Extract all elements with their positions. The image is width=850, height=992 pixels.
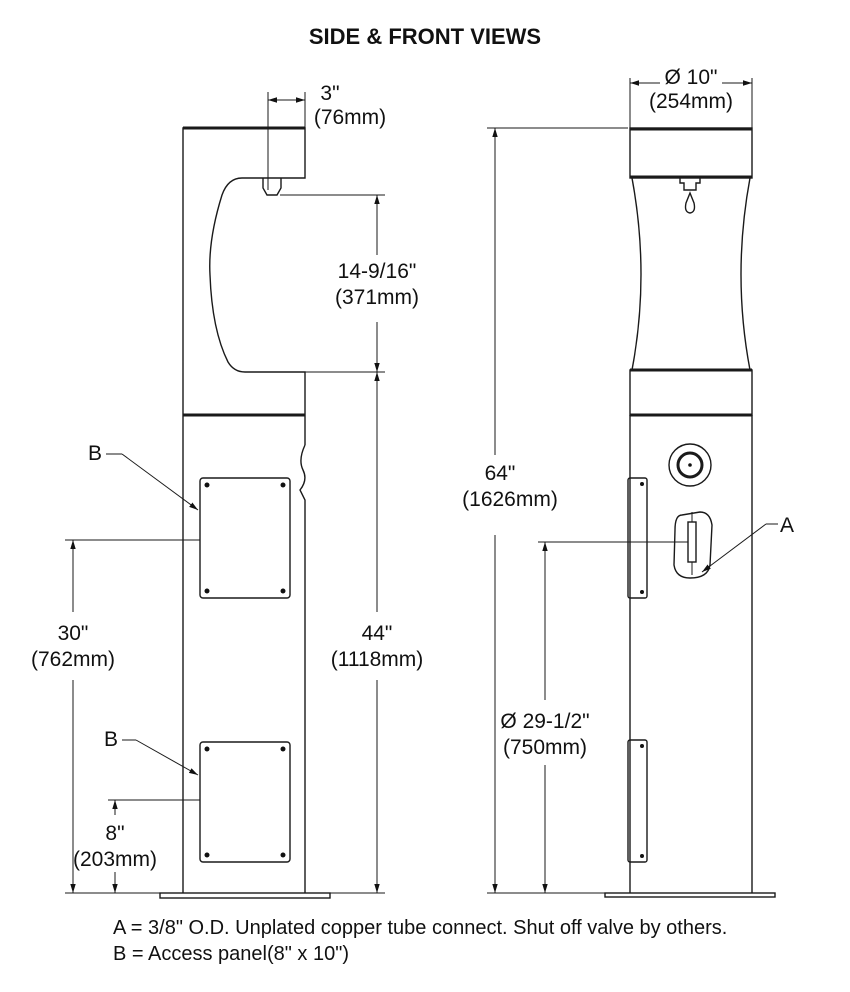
side-nozzle (262, 178, 282, 196)
front-base-plate (604, 892, 776, 898)
label-b-lower: B (104, 728, 118, 751)
label-a: A (780, 514, 794, 537)
diameter-imperial: Ø 10" (665, 66, 718, 89)
note-b: B = Access panel(8" x 10") (113, 943, 349, 965)
bubbler-outer (668, 443, 712, 487)
supply-height-imperial: Ø 29-1/2" (500, 710, 589, 733)
note-a: A = 3/8" O.D. Unplated copper tube conne… (113, 917, 727, 939)
side-head (182, 127, 306, 893)
panel-top-height-imperial: 30" (58, 622, 89, 645)
front-view: Ø 10" (254mm) 64" (1626mm) Ø 29-1/2" (75… (462, 66, 794, 898)
overall-height-imperial: 64" (485, 462, 516, 485)
fill-height-metric: (371mm) (335, 286, 419, 309)
front-nozzle (679, 178, 701, 191)
valve-tube (687, 521, 697, 563)
supply-height-metric: (750mm) (503, 736, 587, 759)
panel-bottom-height-imperial: 8" (105, 822, 124, 845)
water-drop-icon (684, 191, 696, 214)
fill-height-imperial: 14-9/16" (338, 260, 417, 283)
nozzle-offset-imperial: 3" (320, 82, 339, 105)
panel-top-height-metric: (762mm) (31, 648, 115, 671)
edge-panel-upper (627, 477, 648, 599)
access-panel-upper (199, 477, 291, 599)
side-break-line (299, 444, 306, 893)
nozzle-height-imperial: 44" (362, 622, 393, 645)
panel-screws (204, 482, 286, 858)
panel-bottom-height-metric: (203mm) (73, 848, 157, 871)
nozzle-height-metric: (1118mm) (331, 648, 424, 671)
nozzle-offset-metric: (76mm) (314, 106, 386, 129)
side-view: 3" (76mm) 14-9/16" (371mm) 44" (1118mm) … (31, 82, 424, 899)
bubbler-inner (676, 451, 704, 479)
access-panel-lower (199, 741, 291, 863)
overall-height-metric: (1626mm) (462, 488, 558, 511)
page-title: SIDE & FRONT VIEWS (309, 24, 541, 49)
label-b-upper: B (88, 442, 102, 465)
side-base-plate (159, 892, 331, 899)
diameter-metric: (254mm) (649, 90, 733, 113)
valve-recess (673, 511, 713, 579)
front-hourglass (631, 177, 751, 371)
edge-panel-lower (627, 739, 648, 863)
front-top-cap (629, 127, 753, 179)
